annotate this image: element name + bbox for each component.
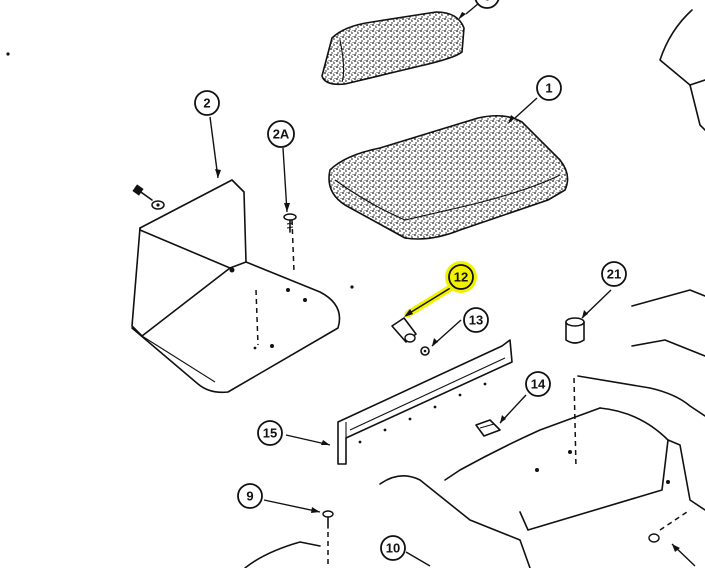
- frame-corner-piece: [659, 9, 705, 131]
- callout-6-label: 6: [483, 0, 490, 4]
- callout-10-label: 10: [386, 541, 400, 556]
- callout-15: 15: [257, 420, 283, 446]
- callout-14: 14: [525, 371, 551, 397]
- callout-12-highlighted: 12: [445, 261, 477, 293]
- callout-1: 1: [536, 75, 562, 101]
- callout-14-label: 14: [531, 377, 546, 392]
- highlight-leader-12: [404, 283, 456, 318]
- pin-part-12: [391, 317, 417, 343]
- seat-cushion: [328, 114, 569, 240]
- callout-2a-label: 2A: [273, 127, 290, 142]
- backrest-cushion: [321, 11, 465, 86]
- callout-1-label: 1: [545, 81, 552, 96]
- seat-base-box: [379, 289, 705, 568]
- lower-left-frame: [244, 510, 334, 568]
- spacer-part-21: [565, 317, 585, 469]
- callout-12-label: 12: [454, 270, 468, 285]
- callout-9-label: 9: [246, 489, 253, 504]
- callout-9: 9: [237, 483, 263, 509]
- callout-2-label: 2: [203, 96, 210, 111]
- callout-6: 6: [474, 0, 500, 9]
- screw-2a: [283, 213, 297, 233]
- callout-leaders: [209, 2, 696, 567]
- clip-part-14: [475, 419, 501, 437]
- callout-21-label: 21: [607, 267, 621, 282]
- nut-part-13: [420, 346, 430, 356]
- hinge-strip-part-15: [337, 339, 513, 465]
- callout-2: 2: [194, 90, 220, 116]
- callout-13: 13: [463, 307, 489, 333]
- callout-15-label: 15: [263, 426, 277, 441]
- bolt-and-washer: [132, 184, 165, 210]
- callout-10: 10: [380, 535, 406, 561]
- callout-13-label: 13: [469, 313, 483, 328]
- stray-marks: [6, 52, 354, 350]
- callout-21: 21: [601, 261, 627, 287]
- callout-2a: 2A: [267, 120, 295, 148]
- seat-pan-bracket: [131, 179, 341, 394]
